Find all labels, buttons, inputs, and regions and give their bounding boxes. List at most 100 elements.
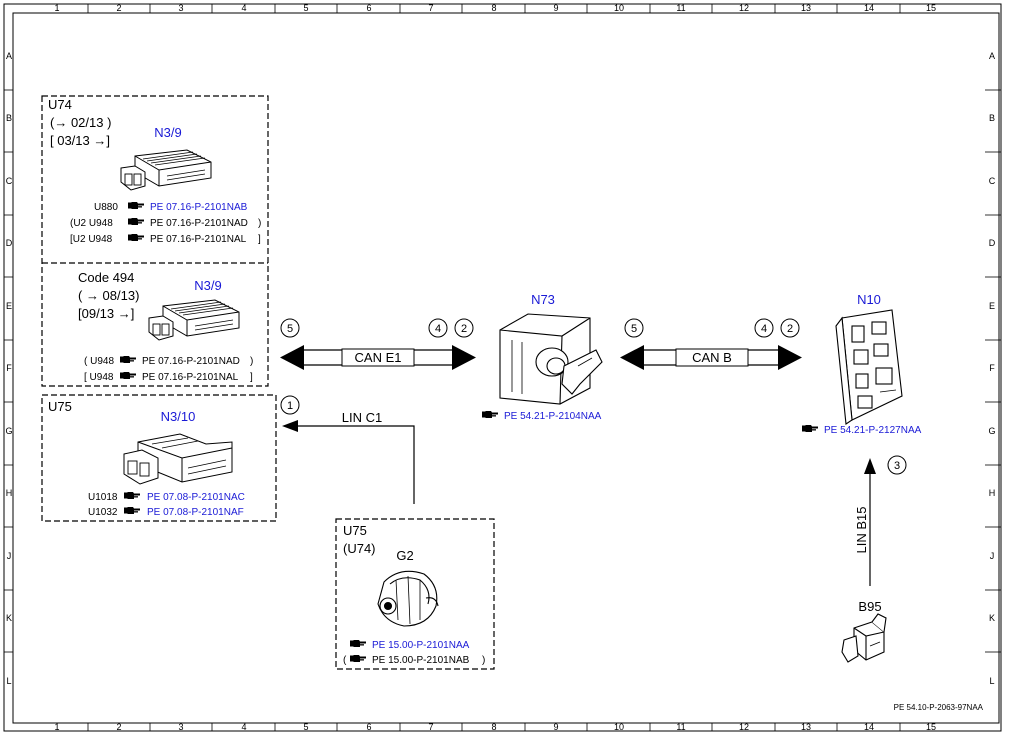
- row-label: D: [989, 238, 996, 248]
- doc-reference-link[interactable]: PE 07.16-P-2101NAD: [142, 356, 240, 367]
- ref-prefix: (: [343, 655, 347, 666]
- col-label: 7: [428, 722, 433, 732]
- col-label: 10: [614, 722, 624, 732]
- bus-label-can-b: CAN B: [692, 350, 732, 365]
- col-label: 4: [241, 722, 246, 732]
- row-label: H: [989, 488, 996, 498]
- reference-hand-icon: [124, 507, 140, 514]
- callout-circles: [280, 318, 907, 475]
- col-label: 9: [553, 3, 558, 13]
- ref-prefix: [ U948: [84, 372, 114, 383]
- engine-control-unit-icon: [123, 433, 233, 485]
- component-label-n10: N10: [857, 292, 881, 307]
- column-labels-bottom: 1 2 3 4 5 6 7 8 9 10 11 12 13 14 15: [54, 722, 936, 732]
- callout-number: 2: [461, 323, 467, 335]
- callout-number: 2: [787, 323, 793, 335]
- row-label: H: [6, 488, 13, 498]
- doc-reference-link[interactable]: PE 07.08-P-2101NAF: [147, 507, 244, 518]
- drawing-frame: [3, 3, 1002, 732]
- component-label-n3-9: N3/9: [194, 278, 221, 293]
- row-label: L: [6, 676, 11, 686]
- row-label: K: [989, 613, 995, 623]
- row-label: F: [989, 363, 995, 373]
- component-label-n3-10: N3/10: [161, 409, 196, 424]
- row-label: J: [990, 551, 995, 561]
- col-label: 15: [926, 3, 936, 13]
- col-label: 6: [366, 3, 371, 13]
- reference-hand-icon: [482, 411, 498, 418]
- col-label: 12: [739, 3, 749, 13]
- row-labels-left: A B C D E F G H J K L: [5, 51, 12, 686]
- row-label: D: [6, 238, 13, 248]
- control-unit-group-u75: [41, 394, 277, 522]
- doc-reference-link[interactable]: PE 15.00-P-2101NAB: [372, 655, 470, 666]
- reference-hand-icon: [802, 425, 818, 432]
- ref-prefix: ( U948: [84, 356, 114, 367]
- component-label-n73: N73: [531, 292, 555, 307]
- doc-reference-link[interactable]: PE 54.21-P-2127NAA: [824, 425, 922, 436]
- col-label: 11: [676, 722, 685, 732]
- ref-suffix: ): [250, 356, 253, 367]
- col-label: 1: [54, 3, 59, 13]
- doc-reference-link[interactable]: PE 07.08-P-2101NAC: [147, 492, 245, 503]
- ref-prefix: U880: [94, 202, 118, 213]
- row-label: E: [6, 301, 12, 311]
- can-b-bus: CAN B: [620, 345, 802, 370]
- ref-suffix: ): [482, 655, 485, 666]
- callout-number: 4: [761, 323, 767, 335]
- row-label: A: [989, 51, 995, 61]
- reference-hand-icon: [128, 202, 144, 209]
- component-label-b95: B95: [858, 599, 881, 614]
- doc-reference-link[interactable]: PE 07.16-P-2101NAL: [142, 372, 239, 383]
- sam-control-unit-icon: [835, 309, 903, 425]
- row-label: F: [6, 363, 12, 373]
- row-label: L: [989, 676, 994, 686]
- reference-hand-icon: [128, 218, 144, 225]
- ref-prefix: U1018: [88, 492, 118, 503]
- can-e1-bus: CAN E1: [280, 345, 476, 370]
- col-label: 14: [864, 3, 874, 13]
- doc-reference-link[interactable]: PE 54.21-P-2104NAA: [504, 411, 602, 422]
- row-label: E: [989, 301, 995, 311]
- row-label: K: [6, 613, 12, 623]
- col-label: 13: [801, 722, 811, 732]
- col-label: 11: [676, 3, 685, 13]
- group-title: Code 494: [78, 270, 134, 285]
- row-label: G: [988, 426, 995, 436]
- bus-label-lin-c1: LIN C1: [342, 410, 382, 425]
- row-labels-right: A B C D E F G H J K L: [988, 51, 995, 686]
- group-title: U75: [343, 523, 367, 538]
- row-label: J: [7, 551, 12, 561]
- reference-hand-icon: [124, 492, 140, 499]
- lin-c1-bus: LIN C1: [282, 410, 415, 504]
- row-label: B: [6, 113, 12, 123]
- date-range: ( → 08/13): [78, 288, 139, 303]
- bus-label-can-e1: CAN E1: [355, 350, 402, 365]
- ref-prefix: U1032: [88, 507, 118, 518]
- col-label: 3: [178, 722, 183, 732]
- reference-hand-icon: [128, 234, 144, 241]
- callout-number: 1: [287, 400, 293, 412]
- group-subtitle: (U74): [343, 541, 376, 556]
- col-label: 6: [366, 722, 371, 732]
- doc-reference-link[interactable]: PE 07.16-P-2101NAD: [150, 218, 248, 229]
- reference-hand-icon: [120, 372, 136, 379]
- doc-reference-link[interactable]: PE 07.16-P-2101NAB: [150, 202, 248, 213]
- ref-prefix: [U2 U948: [70, 234, 113, 245]
- doc-reference-link[interactable]: PE 15.00-P-2101NAA: [372, 640, 470, 651]
- engine-control-unit-icon: [120, 149, 212, 191]
- col-label: 5: [303, 722, 308, 732]
- col-label: 13: [801, 3, 811, 13]
- row-label: C: [989, 176, 996, 186]
- component-label-n3-9: N3/9: [154, 125, 181, 140]
- ref-prefix: (U2 U948: [70, 218, 113, 229]
- col-label: 5: [303, 3, 308, 13]
- doc-reference-link[interactable]: PE 07.16-P-2101NAL: [150, 234, 247, 245]
- date-range: (→ 02/13 ): [50, 115, 111, 130]
- callout-number: 3: [894, 460, 900, 472]
- reference-hand-icon: [120, 356, 136, 363]
- control-unit-group-u74: [41, 95, 269, 387]
- col-label: 3: [178, 3, 183, 13]
- col-label: 1: [54, 722, 59, 732]
- date-range: [ 03/13 →]: [50, 133, 110, 148]
